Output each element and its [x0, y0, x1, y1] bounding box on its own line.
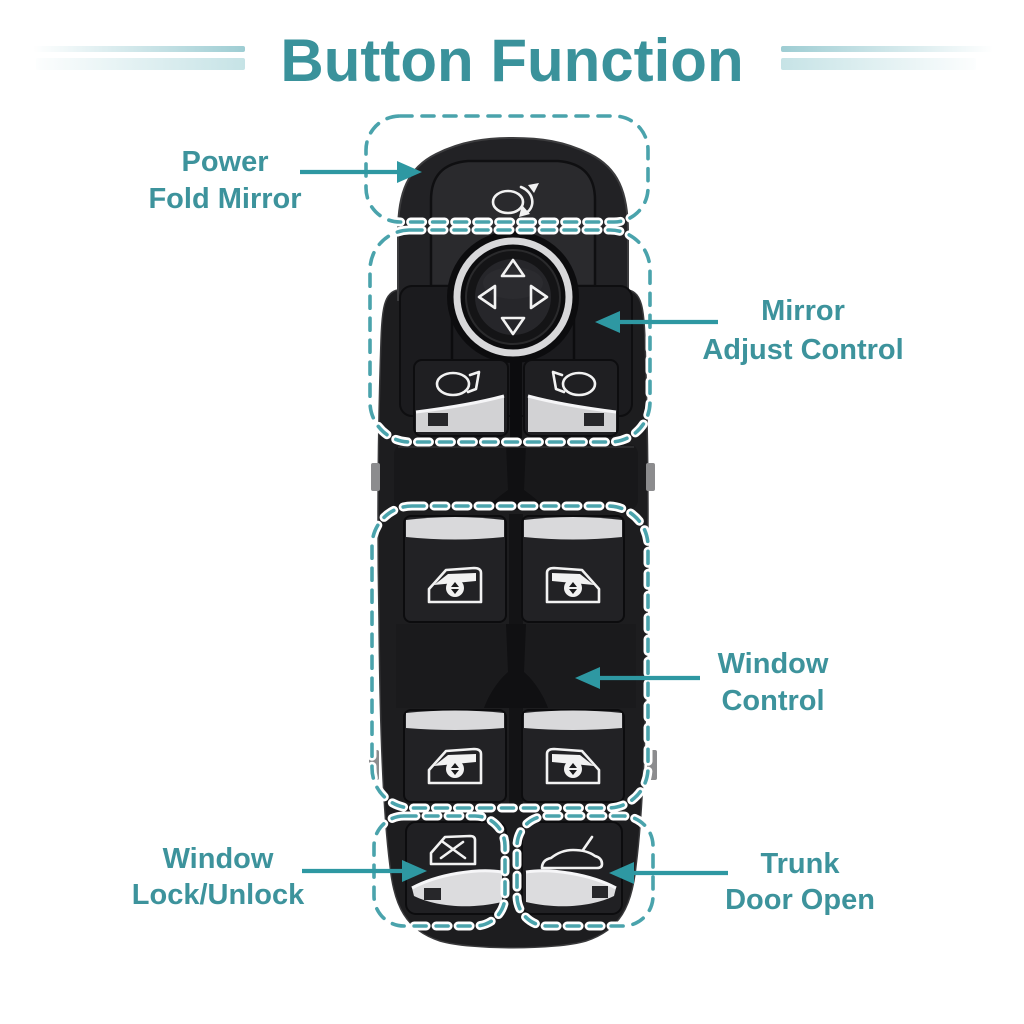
side-tab: [371, 463, 380, 491]
window-updown-icon: [427, 747, 483, 785]
decoration-line-thick: [36, 58, 245, 70]
fold-mirror-icon: [491, 183, 539, 217]
chrome-trim: [406, 710, 504, 730]
window-front-right-switch: [521, 515, 625, 623]
mirror-select-left-button: [413, 359, 509, 437]
decoration-line-thin: [781, 46, 993, 52]
window-updown-icon: [545, 566, 601, 604]
label-mirror-adjust-control: Mirror Adjust Control: [702, 295, 904, 366]
arrow-window-lock: [302, 860, 427, 882]
dashed-region-window-control: [367, 501, 653, 813]
trunk-open-button: [521, 821, 623, 915]
arrow-power-fold: [300, 161, 422, 183]
side-tab: [646, 463, 655, 491]
label-window-control: Window Control: [717, 648, 829, 717]
label-trunk-door-open: Trunk Door Open: [725, 848, 875, 916]
decoration-line-thin: [33, 46, 245, 52]
window-updown-icon: [545, 747, 601, 785]
mid-recess: [394, 444, 638, 510]
window-lock-icon: [429, 834, 477, 866]
arrow-trunk: [609, 862, 728, 884]
arrow-window-control: [575, 667, 700, 689]
trunk-open-icon: [540, 835, 604, 870]
right-mirror-icon: [551, 370, 597, 397]
window-rear-right-switch: [521, 709, 625, 803]
label-power-fold-mirror: Power Fold Mirror: [148, 146, 302, 215]
directional-arrows-icon: [477, 258, 549, 336]
chrome-trim: [524, 517, 622, 540]
window-updown-icon: [427, 566, 483, 604]
window-lock-button: [405, 821, 507, 915]
annotation-overlay: [300, 111, 728, 931]
mirror-select-right-button: [523, 359, 619, 437]
dashed-region-power-fold: [361, 111, 653, 227]
dashed-region-mirror-adjust: [365, 225, 655, 447]
chrome-trim: [524, 710, 622, 730]
window-front-left-switch: [403, 515, 507, 623]
switch-photo: [369, 136, 657, 949]
page-title: Button Function: [280, 27, 744, 94]
label-window-lock-unlock: Window Lock/Unlock: [131, 843, 305, 911]
window-row-recess: [396, 624, 636, 708]
mirror-adjust-joystick: [447, 231, 579, 363]
arrow-mirror-adjust: [595, 311, 718, 333]
decoration-line-thick: [781, 58, 976, 70]
left-mirror-icon: [435, 370, 481, 397]
window-rear-left-switch: [403, 709, 507, 803]
chrome-trim: [406, 517, 504, 540]
